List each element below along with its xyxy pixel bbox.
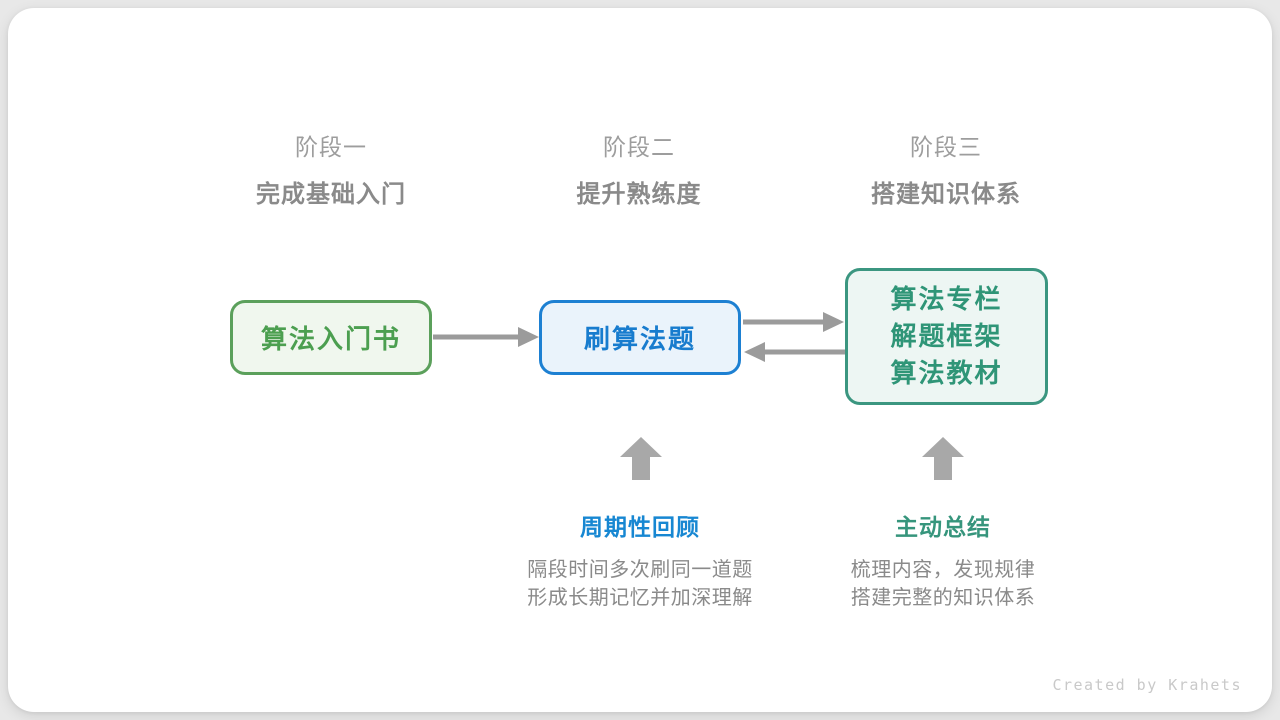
stage-3-label: 阶段三 bbox=[910, 134, 982, 160]
stage-2-subtitle: 提升熟练度 bbox=[576, 181, 702, 208]
annotation-summarize-body: 梳理内容，发现规律 搭建完整的知识体系 bbox=[851, 556, 1036, 612]
annotation-review-title: 周期性回顾 bbox=[580, 514, 700, 540]
stage-2-label: 阶段二 bbox=[603, 134, 675, 160]
annotation-review-line-2: 形成长期记忆并加深理解 bbox=[527, 587, 753, 609]
node-advanced-line-1: 算法专栏 bbox=[890, 284, 1003, 314]
annotation-review-line-1: 隔段时间多次刷同一道题 bbox=[527, 559, 753, 581]
annotation-summarize-line-1: 梳理内容，发现规律 bbox=[850, 559, 1036, 581]
node-advanced-line-3: 算法教材 bbox=[890, 358, 1003, 388]
node-practice: 刷算法题 bbox=[539, 300, 741, 375]
node-advanced-line-2: 解题框架 bbox=[890, 321, 1003, 351]
node-advanced: 算法专栏 解题框架 算法教材 bbox=[845, 268, 1048, 405]
node-intro-book: 算法入门书 bbox=[230, 300, 432, 375]
arrow-right-icon bbox=[743, 312, 844, 332]
stage-3-subtitle: 搭建知识体系 bbox=[871, 181, 1021, 208]
arrow-right-icon bbox=[433, 327, 539, 347]
stage-1-subtitle: 完成基础入门 bbox=[256, 181, 406, 208]
arrow-left-icon bbox=[744, 342, 845, 362]
annotation-review-body: 隔段时间多次刷同一道题 形成长期记忆并加深理解 bbox=[527, 556, 753, 612]
arrow-up-icon bbox=[922, 437, 964, 480]
credit-text: Created by Krahets bbox=[1052, 676, 1242, 694]
node-practice-label: 刷算法题 bbox=[583, 324, 696, 354]
stage-1-label: 阶段一 bbox=[295, 134, 367, 160]
node-intro-book-label: 算法入门书 bbox=[260, 324, 401, 354]
annotation-summarize-line-2: 搭建完整的知识体系 bbox=[850, 587, 1036, 609]
annotation-summarize-title: 主动总结 bbox=[895, 514, 991, 540]
arrow-up-icon bbox=[620, 437, 662, 480]
